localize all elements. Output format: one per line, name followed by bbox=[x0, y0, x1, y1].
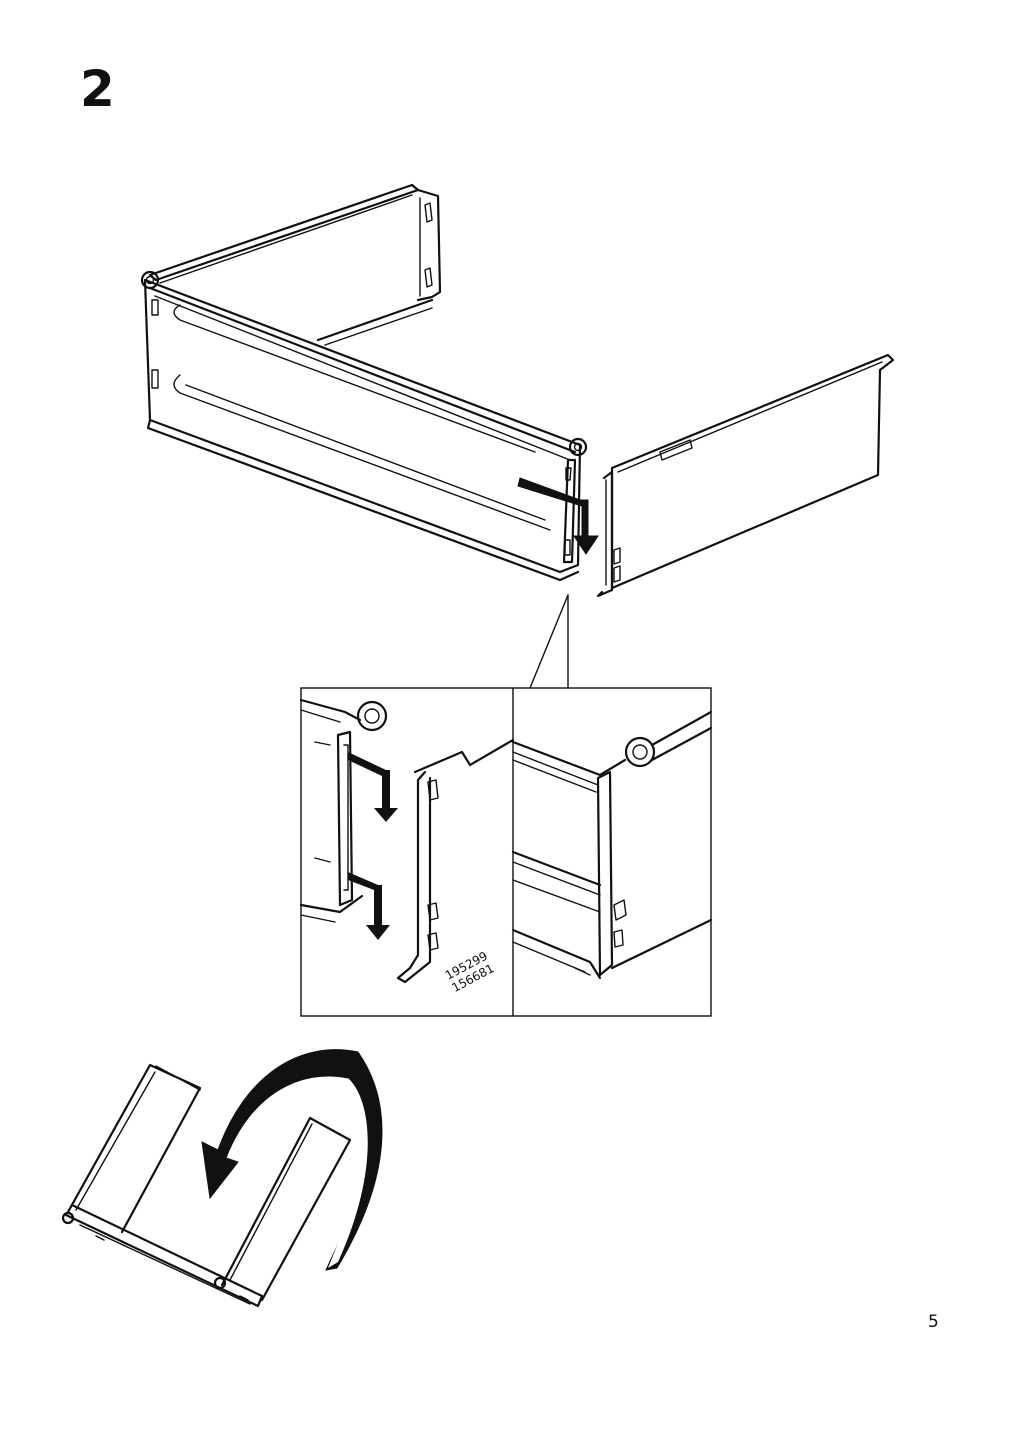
drawer-side-panel-illustration bbox=[596, 353, 895, 598]
svg-text:195299 156681: 195299 156681 bbox=[443, 947, 500, 995]
bent-down-arrow-icon bbox=[517, 477, 599, 555]
bent-down-arrow-icon bbox=[348, 872, 390, 940]
page-number: 5 bbox=[928, 1312, 939, 1332]
step-number: 2 bbox=[80, 60, 115, 118]
detail-callout: 195299 156681 bbox=[299, 594, 713, 1017]
drawer-frame-illustration bbox=[140, 183, 588, 582]
bent-down-arrow-icon bbox=[348, 752, 398, 822]
curved-rotate-arrow-icon bbox=[201, 1049, 383, 1271]
drawer-frame-rotated-illustration bbox=[61, 1063, 352, 1308]
